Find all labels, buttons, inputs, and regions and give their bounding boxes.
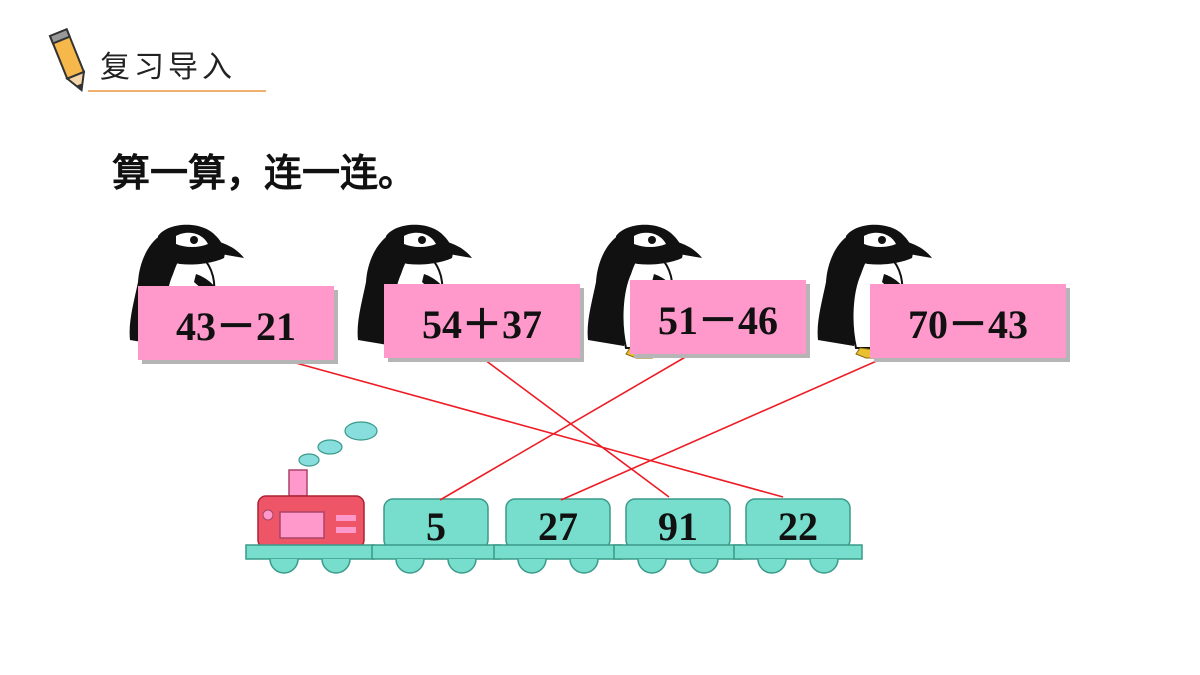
- problem-card[interactable]: 54＋37: [384, 284, 580, 358]
- pencil-icon: [48, 27, 86, 93]
- problem-card[interactable]: 43－21: [138, 286, 334, 360]
- title-underline: [88, 90, 266, 92]
- answer-label[interactable]: 22: [778, 503, 818, 549]
- connector-line: [484, 359, 670, 498]
- problem-card[interactable]: 51－46: [630, 280, 806, 354]
- answer-label[interactable]: 27: [538, 503, 578, 549]
- connector-line: [439, 344, 707, 501]
- smoke-puff: [298, 453, 320, 467]
- problem-card[interactable]: 70－43: [870, 284, 1066, 358]
- connector-line: [284, 359, 784, 498]
- connector-line: [560, 344, 914, 501]
- section-title: 复习导入: [100, 50, 236, 85]
- smoke-puff: [344, 421, 378, 441]
- instruction-text: 算一算，连一连。: [112, 151, 417, 195]
- smoke-puff: [317, 439, 343, 455]
- answer-label[interactable]: 91: [658, 503, 698, 549]
- train-engine: [245, 421, 378, 574]
- answer-label[interactable]: 5: [426, 503, 446, 549]
